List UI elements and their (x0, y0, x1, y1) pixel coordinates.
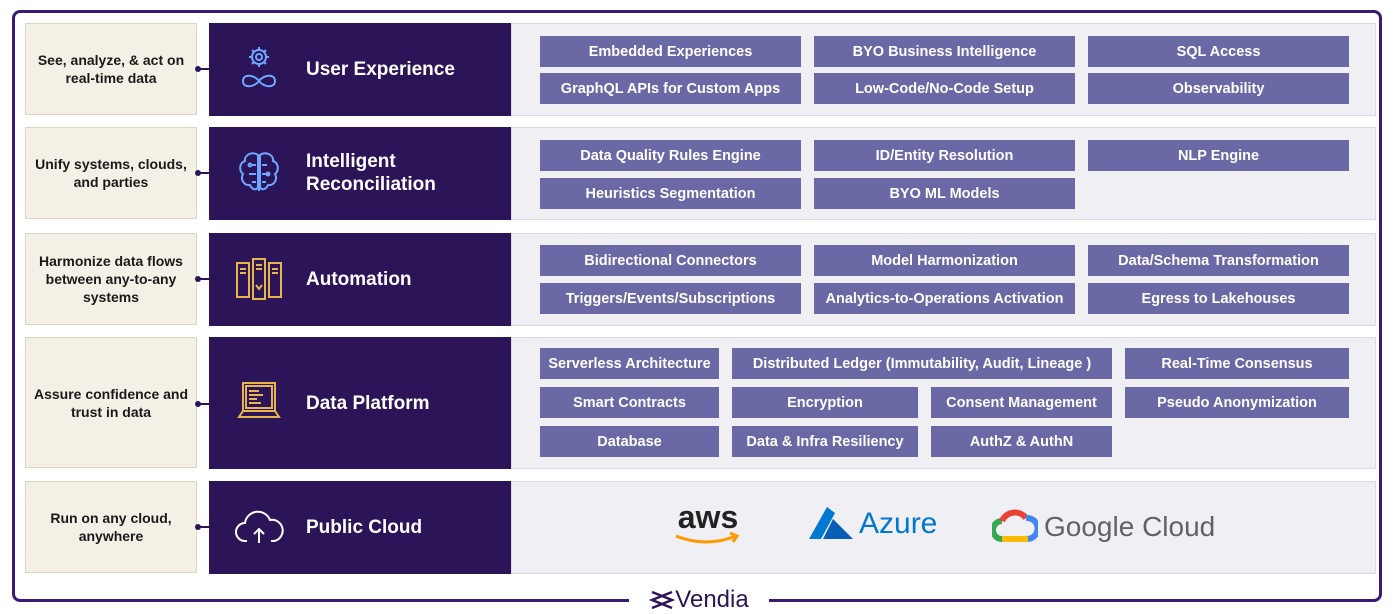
layer-block: Intelligent Reconciliation (209, 127, 511, 220)
layer-title: Intelligent Reconciliation (306, 150, 456, 196)
row-description: Run on any cloud, anywhere (25, 481, 197, 573)
capability-chip: BYO Business Intelligence (814, 36, 1075, 67)
capability-chip: Serverless Architecture (540, 348, 719, 379)
connector-dot (195, 66, 201, 72)
capability-chip: SQL Access (1088, 36, 1349, 67)
brain-circuit-icon (233, 147, 285, 199)
capability-chip: BYO ML Models (814, 178, 1075, 209)
capabilities-panel (511, 481, 1376, 574)
google-cloud-icon (992, 509, 1038, 542)
capability-chip: Analytics-to-Operations Activation (814, 283, 1075, 314)
capability-chip: Real-Time Consensus (1125, 348, 1349, 379)
layer-title: User Experience (306, 59, 455, 80)
connector-line (197, 68, 209, 70)
capability-chip: AuthZ & AuthN (931, 426, 1112, 457)
capability-chip: Bidirectional Connectors (540, 245, 801, 276)
layer-title: Data Platform (306, 393, 430, 414)
capability-chip: Distributed Ledger (Immutability, Audit,… (732, 348, 1112, 379)
google-cloud-logo: Google Cloud (992, 505, 1222, 549)
capability-chip: GraphQL APIs for Custom Apps (540, 73, 801, 104)
connector-dot (195, 524, 201, 530)
row-description: Unify systems, clouds, and parties (25, 127, 197, 219)
laptop-code-icon (233, 377, 285, 429)
capability-chip: Consent Management (931, 387, 1112, 418)
capability-chip: Observability (1088, 73, 1349, 104)
connector-line (197, 403, 209, 405)
capability-chip: NLP Engine (1088, 140, 1349, 171)
capability-chip: Data & Infra Resiliency (732, 426, 918, 457)
vendia-wordmark: Vendia (675, 585, 749, 613)
capability-chip: ID/Entity Resolution (814, 140, 1075, 171)
layer-block: Data Platform (209, 337, 511, 469)
connector-dot (195, 401, 201, 407)
server-rack-icon (233, 255, 285, 307)
row-description: Assure confidence and trust in data (25, 337, 197, 468)
layer-title: Public Cloud (306, 517, 423, 538)
layer-block: Public Cloud (209, 481, 511, 574)
capability-chip: Embedded Experiences (540, 36, 801, 67)
layer-block: User Experience (209, 23, 511, 116)
aws-logo: aws (672, 501, 744, 552)
capability-chip: Model Harmonization (814, 245, 1075, 276)
azure-logo: Azure (807, 504, 947, 544)
capability-chip: Triggers/Events/Subscriptions (540, 283, 801, 314)
layer-block: Automation (209, 233, 511, 326)
capability-chip: Database (540, 426, 719, 457)
vendia-logo: Vendia (629, 586, 769, 613)
capability-chip: Data/Schema Transformation (1088, 245, 1349, 276)
layer-title: Automation (306, 269, 412, 290)
connector-dot (195, 276, 201, 282)
connector-line (197, 278, 209, 280)
connector-dot (195, 170, 201, 176)
connector-line (197, 526, 209, 528)
capability-chip: Data Quality Rules Engine (540, 140, 801, 171)
cloud-upload-icon (233, 503, 285, 555)
aws-smile-icon (675, 531, 740, 544)
capability-chip: Encryption (732, 387, 918, 418)
row-description: Harmonize data flows between any-to-any … (25, 233, 197, 325)
capability-chip: Egress to Lakehouses (1088, 283, 1349, 314)
gear-infinity-icon (233, 43, 285, 95)
azure-a-icon (809, 507, 853, 539)
vendia-mark-icon (649, 590, 676, 609)
connector-line (197, 172, 209, 174)
capability-chip: Pseudo Anonymization (1125, 387, 1349, 418)
capability-chip: Smart Contracts (540, 387, 719, 418)
capability-chip: Low-Code/No-Code Setup (814, 73, 1075, 104)
layer-title-text: Intelligent Reconciliation (306, 151, 436, 195)
capability-chip: Heuristics Segmentation (540, 178, 801, 209)
row-description: See, analyze, & act on real-time data (25, 23, 197, 115)
